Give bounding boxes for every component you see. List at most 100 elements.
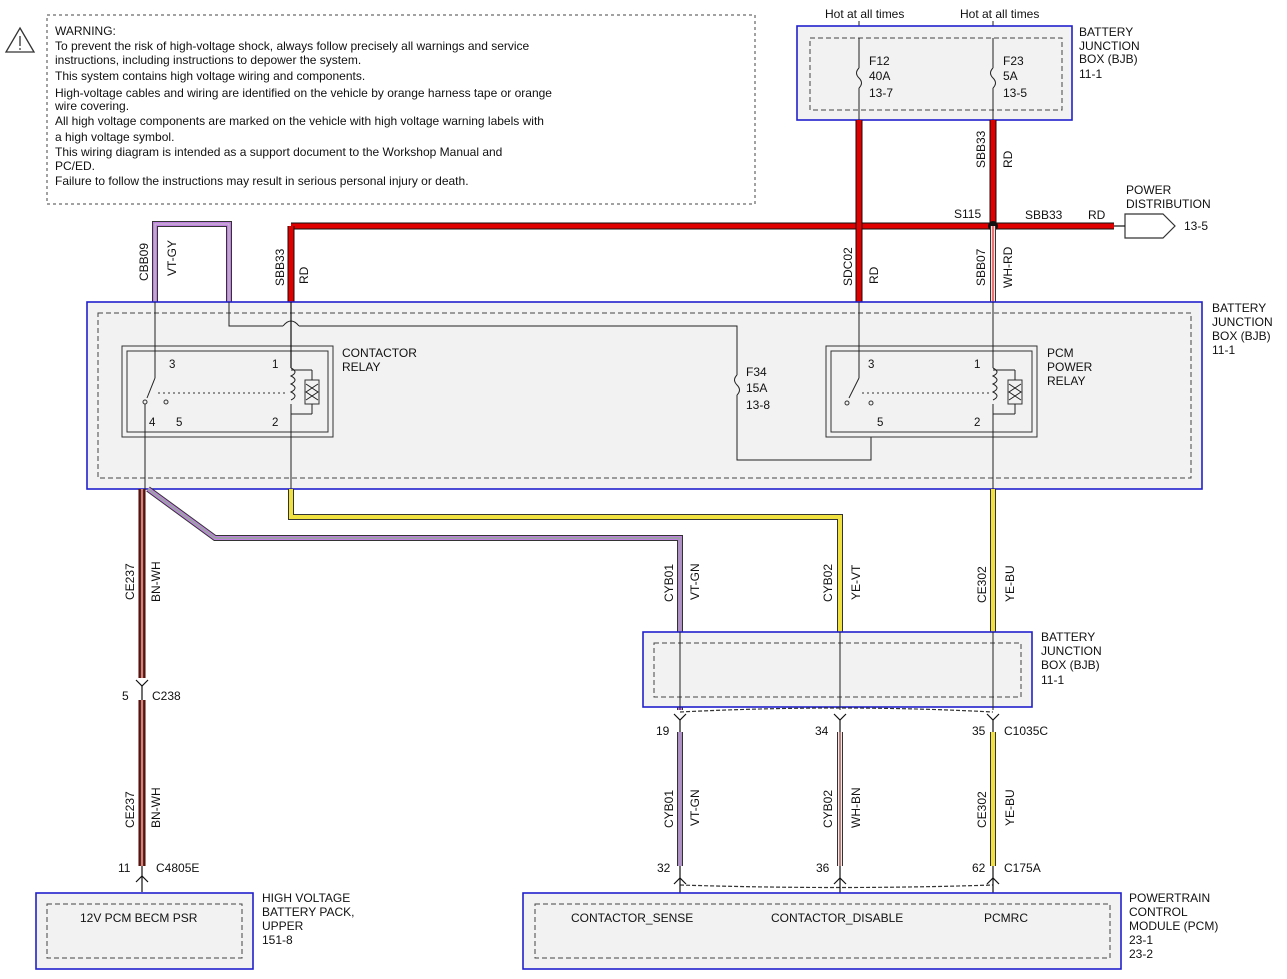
bjb-lower: BATTERY JUNCTION BOX (BJB) 11-1	[642, 630, 1102, 710]
connector-c175a: 32 36 62 C175A	[657, 861, 1041, 893]
wire-circuit: CE237	[123, 791, 137, 828]
bjb-name: BATTERY	[1041, 630, 1095, 644]
wire-color: BN-WH	[149, 561, 163, 602]
fuse-f34-icon	[734, 374, 740, 396]
fuse-amp: 5A	[1003, 69, 1018, 83]
pin-label: 5	[122, 689, 129, 703]
wire-vt-gy	[152, 221, 232, 302]
relay-switch-icon	[848, 377, 860, 399]
module-signal: CONTACTOR_DISABLE	[771, 911, 903, 925]
connector-c4805e: 11 C4805E	[118, 861, 199, 892]
power-dist-ref: 13-5	[1184, 219, 1208, 233]
connector-name: C1035C	[1004, 724, 1048, 738]
pin-label: 3	[169, 359, 175, 371]
wire-color: YE-BU	[1003, 789, 1017, 826]
connector-name: C238	[152, 689, 181, 703]
warning-line: PC/ED.	[55, 159, 95, 173]
red-bus: S115 SBB33 RD POWER DISTRIBUTION 13-5	[287, 120, 1211, 302]
pin-label: 2	[974, 417, 980, 429]
hv-battery-pack: 12V PCM BECM PSR HIGH VOLTAGE BATTERY PA…	[35, 891, 354, 970]
module-ref: 23-2	[1129, 947, 1153, 961]
warning-line: instructions, including instructions to …	[55, 53, 361, 67]
warning-title: WARNING:	[55, 24, 116, 38]
pin-label: 36	[816, 861, 830, 875]
wire-color: RD	[297, 266, 311, 284]
fuse-f23-icon	[990, 67, 996, 89]
pin-label: 11	[118, 861, 131, 875]
wire-ye-vt	[288, 489, 843, 632]
fuse-id: F23	[1003, 54, 1024, 68]
pin-label: 4	[149, 417, 156, 429]
wire-circuit: SBB33	[1025, 208, 1063, 222]
connector-c1035c: 19 34 35 C1035C	[656, 707, 1048, 738]
pin-label: 3	[868, 359, 874, 371]
wire-color: WH-BN	[849, 787, 863, 828]
power-dist-label: POWER	[1126, 183, 1172, 197]
pin-label: 34	[815, 724, 829, 738]
pin-label: 2	[272, 417, 278, 429]
wire-color: RD	[867, 266, 881, 284]
relay-coil-icon	[991, 367, 998, 401]
fuse-id: F34	[746, 365, 767, 379]
bjb-ref: 11-1	[1212, 343, 1235, 357]
module-name: POWERTRAIN	[1129, 891, 1210, 905]
pin-label: 32	[657, 861, 671, 875]
pcm-power-relay: 3 1 5 2 PCM POWER RELAY	[825, 302, 1093, 489]
hot-label: Hot at all times	[960, 7, 1039, 21]
pin-label: 19	[656, 724, 670, 738]
wire-color: VT-GY	[165, 240, 179, 276]
module-signal: PCMRC	[984, 911, 1028, 925]
wire-circuit: CYB01	[662, 790, 676, 828]
pin-label: 35	[972, 724, 986, 738]
fuse-amp: 15A	[746, 381, 767, 395]
wire-circuit: CYB01	[662, 564, 676, 602]
bjb-ref: 11-1	[1079, 67, 1102, 81]
wire-color: RD	[1001, 150, 1015, 168]
wire-circuit: SBB33	[974, 130, 988, 168]
bjb-name: JUNCTION	[1079, 39, 1140, 53]
fuse-ref: 13-8	[746, 398, 770, 412]
warning-line: a high voltage symbol.	[55, 130, 174, 144]
relay-name: CONTACTOR	[342, 346, 417, 360]
wire-color: YE-BU	[1003, 565, 1017, 602]
connector-arrow-icon	[1124, 213, 1176, 239]
bjb-name: BOX (BJB)	[1212, 329, 1271, 343]
module-ref: 151-8	[262, 933, 293, 947]
module-name: MODULE (PCM)	[1129, 919, 1218, 933]
relay-name: RELAY	[1047, 374, 1085, 388]
hot-label: Hot at all times	[825, 7, 904, 21]
bjb-name: BATTERY	[1079, 25, 1133, 39]
warning-line: This wiring diagram is intended as a sup…	[55, 145, 502, 159]
warning-triangle-icon	[4, 26, 36, 53]
connector-c238: 5 C238	[122, 679, 181, 703]
wire-color: BN-WH	[149, 787, 163, 828]
wire-circuit: CE237	[123, 563, 137, 600]
warning-line: All high voltage components are marked o…	[55, 114, 544, 128]
warning-line: To prevent the risk of high-voltage shoc…	[55, 39, 530, 53]
wire-color: RD	[1088, 208, 1106, 222]
relay-name: PCM	[1047, 346, 1074, 360]
warning-line: wire covering.	[54, 99, 129, 113]
warning-line: This system contains high voltage wiring…	[55, 69, 365, 83]
pin-label: 1	[272, 359, 278, 371]
relay-name: RELAY	[342, 360, 380, 374]
wire-color: VT-GN	[688, 563, 702, 600]
bjb-middle: BATTERY JUNCTION BOX (BJB) 11-1 F34 15A …	[86, 301, 1273, 490]
wire-circuit: CBB09	[137, 243, 151, 281]
contactor-relay: 3 1 4 5 2 CONTACTOR RELAY	[121, 302, 417, 489]
fuse-id: F12	[869, 54, 890, 68]
wire-color: WH-RD	[1001, 246, 1015, 288]
pin-label: 5	[176, 417, 182, 429]
warning-line: High-voltage cables and wiring are ident…	[55, 86, 552, 100]
relay-name: POWER	[1047, 360, 1093, 374]
connector-name: C4805E	[156, 861, 199, 875]
module-name: HIGH VOLTAGE	[262, 891, 350, 905]
module-signal: CONTACTOR_SENSE	[571, 911, 693, 925]
fuse-ref: 13-7	[869, 86, 893, 100]
bjb-name: JUNCTION	[1212, 315, 1273, 329]
power-dist-label: DISTRIBUTION	[1126, 197, 1211, 211]
relay-coil-icon	[289, 367, 296, 401]
module-name: CONTROL	[1129, 905, 1188, 919]
bjb-name: BATTERY	[1212, 301, 1266, 315]
